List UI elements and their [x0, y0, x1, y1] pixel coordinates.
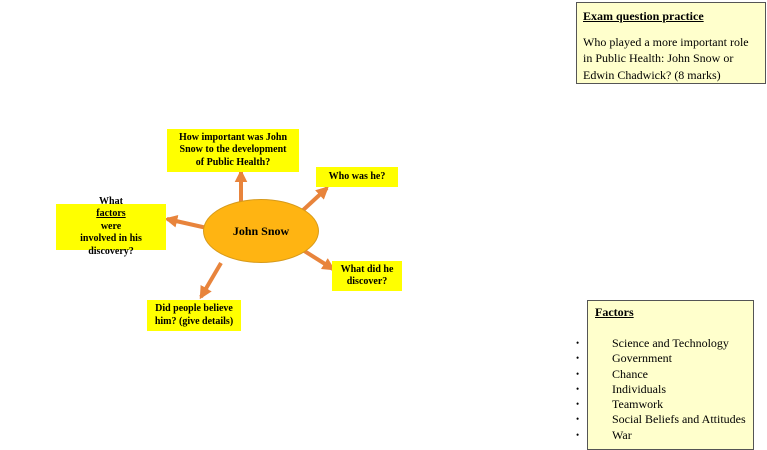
list-item: Chance [576, 367, 746, 383]
node-discover: What did he discover? [332, 261, 402, 291]
node-factors-line: involved in his [80, 233, 142, 245]
node-who-line: Who was he? [328, 170, 386, 182]
node-factors-underlined: factors [96, 208, 126, 220]
node-importance: How important was John Snow to the devel… [167, 129, 299, 172]
list-item: Individuals [576, 382, 746, 398]
node-importance-line: of Public Health? [195, 156, 271, 168]
node-discover-line: What did he [340, 263, 394, 275]
arrow-to-factors [164, 215, 208, 230]
list-item: Government [576, 351, 746, 367]
exam-panel-title: Exam question practice [583, 9, 704, 23]
arrow-to-believe [199, 261, 223, 300]
list-item: Teamwork [576, 397, 746, 413]
node-importance-line: Snow to the development [179, 144, 287, 156]
node-who: Who was he? [316, 167, 398, 187]
list-item: Social Beliefs and Attitudes [576, 412, 746, 428]
node-believe-line: him? (give details) [154, 315, 234, 327]
node-factors-line: discovery? [88, 245, 134, 257]
node-discover-line: discover? [346, 276, 388, 287]
arrow-to-who [299, 186, 329, 214]
factors-panel-title: Factors [595, 305, 634, 319]
node-believe: Did people believe him? (give details) [147, 300, 241, 331]
list-item: Science and Technology [576, 336, 746, 352]
list-item: War [576, 428, 746, 444]
node-factors-line: What factors were [96, 195, 126, 232]
node-factors: What factors were involved in his discov… [56, 196, 166, 257]
center-node-john-snow: John Snow [203, 199, 319, 263]
node-believe-line: Did people believe [155, 303, 233, 314]
center-label: John Snow [232, 223, 290, 238]
factors-list: Science and Technology Government Chance… [576, 336, 746, 443]
node-importance-line: How important was John [178, 131, 288, 143]
exam-question-text: Who played a more important role in Publ… [583, 35, 749, 82]
exam-question-panel: Exam question practice Who played a more… [576, 2, 766, 84]
